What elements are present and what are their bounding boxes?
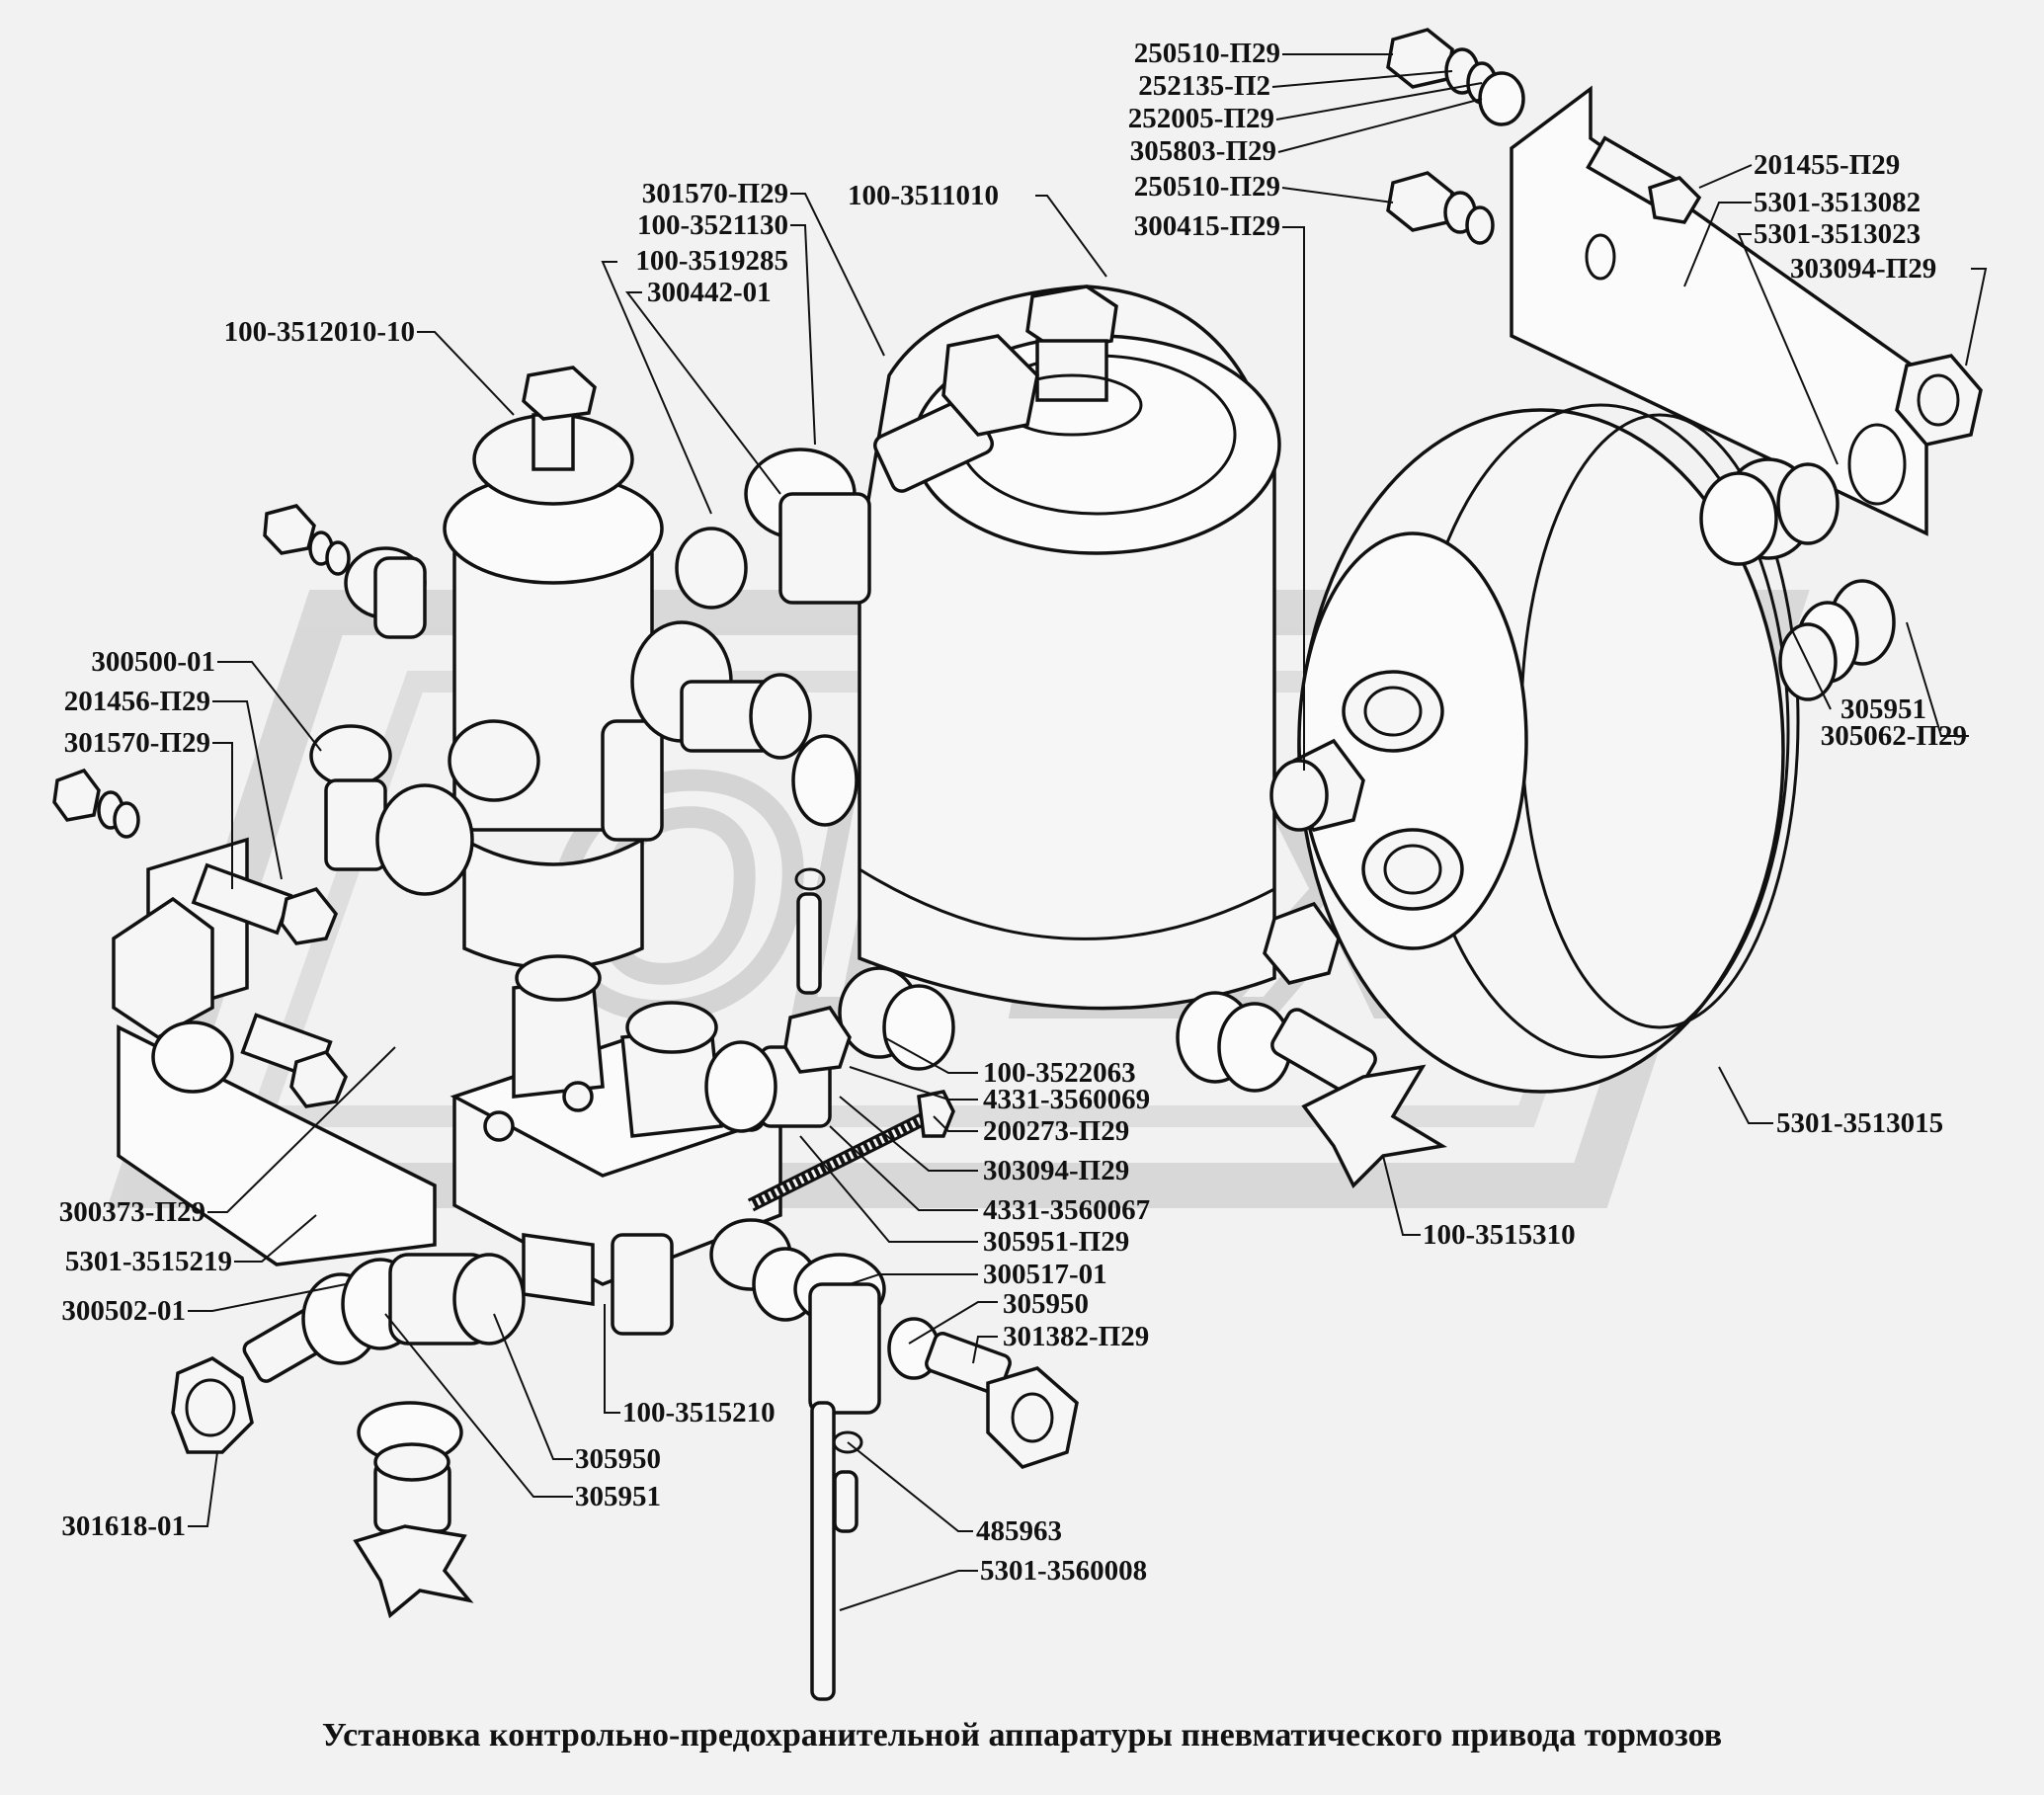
disc-fittings — [1699, 354, 1983, 701]
callout-300415-p29: 300415-П29 — [1133, 210, 1280, 242]
callout-100-3511010: 100-3511010 — [848, 180, 1000, 211]
callout-5301-3513015: 5301-3513015 — [1776, 1107, 1944, 1139]
callout-100-3512010-10: 100-3512010-10 — [223, 316, 415, 348]
callout-5301-3513082: 5301-3513082 — [1754, 187, 1921, 218]
protection-valve-block — [450, 954, 819, 1336]
callout-301618-01: 301618-01 — [61, 1510, 186, 1542]
left-fittings — [52, 504, 474, 896]
callout-5301-3515219: 5301-3515219 — [64, 1246, 232, 1277]
diagram-caption: Установка контрольно-предохранительной а… — [321, 1717, 1723, 1754]
leader-lines — [188, 53, 1988, 1611]
lower-elbow — [793, 1253, 1079, 1470]
air-receiver — [858, 285, 1281, 1011]
callout-303094-p29-top: 303094-П29 — [1790, 253, 1937, 285]
callout-305951-b: 305951 — [575, 1481, 661, 1512]
callout-250510-p29-top: 250510-П29 — [1133, 38, 1280, 69]
callout-4331-3560067: 4331-3560067 — [983, 1194, 1151, 1226]
callout-300442-01: 300442-01 — [647, 277, 772, 308]
callout-305950-b: 305950 — [575, 1443, 661, 1475]
callout-100-3521130: 100-3521130 — [636, 209, 788, 241]
fitting-elbow — [675, 334, 1039, 610]
callout-4331-3560069: 4331-3560069 — [983, 1084, 1151, 1115]
callout-305951-p29: 305951-П29 — [983, 1226, 1130, 1258]
callout-301570-p29-left: 301570-П29 — [63, 727, 210, 759]
bolt-201455 — [1586, 135, 1702, 224]
drain-valve-right — [1270, 1008, 1447, 1188]
mounting-bracket — [112, 837, 437, 1266]
callout-201456-p29: 201456-П29 — [63, 686, 210, 717]
callout-485963: 485963 — [976, 1515, 1062, 1547]
callout-300500-01: 300500-01 — [91, 646, 215, 678]
top-fasteners — [1386, 28, 1525, 245]
callout-305951-right: 305951 — [1840, 694, 1926, 725]
banjo-fitting — [171, 1253, 526, 1454]
callout-100-3519285: 100-3519285 — [635, 245, 788, 277]
callout-303094-p29-mid: 303094-П29 — [983, 1155, 1130, 1186]
callout-301570-p29-top: 301570-П29 — [641, 178, 788, 209]
callout-305803-p29: 305803-П29 — [1129, 135, 1276, 167]
callout-305950-a: 305950 — [1003, 1288, 1089, 1320]
callout-100-3522063: 100-3522063 — [983, 1057, 1136, 1089]
receiver-fittings — [680, 673, 1365, 1093]
callout-252005-p29: 252005-П29 — [1127, 103, 1274, 134]
callout-300373-p29: 300373-П29 — [58, 1196, 205, 1228]
callout-5301-3560008: 5301-3560008 — [980, 1555, 1148, 1587]
callout-100-3515210: 100-3515210 — [622, 1397, 776, 1428]
callout-201455-p29: 201455-П29 — [1754, 149, 1901, 181]
booster-disc — [1297, 403, 1800, 1094]
callout-5301-3513023: 5301-3513023 — [1754, 218, 1921, 250]
callout-300502-01: 300502-01 — [61, 1295, 186, 1327]
callout-300517-01: 300517-01 — [983, 1259, 1107, 1290]
callout-301382-p29: 301382-П29 — [1003, 1321, 1150, 1352]
callout-252135-p2: 252135-П2 — [1138, 70, 1270, 102]
callout-100-3515310: 100-3515310 — [1423, 1219, 1576, 1251]
drain-valve-left — [353, 1401, 474, 1619]
callout-305062-p29: 305062-П29 — [1820, 720, 1967, 752]
callout-200273-p29: 200273-П29 — [983, 1115, 1130, 1147]
callout-250510-p29-mid: 250510-П29 — [1133, 171, 1280, 203]
vertical-tube — [794, 867, 863, 1701]
middle-fittings — [704, 1006, 852, 1133]
threaded-rod — [747, 1090, 955, 1212]
